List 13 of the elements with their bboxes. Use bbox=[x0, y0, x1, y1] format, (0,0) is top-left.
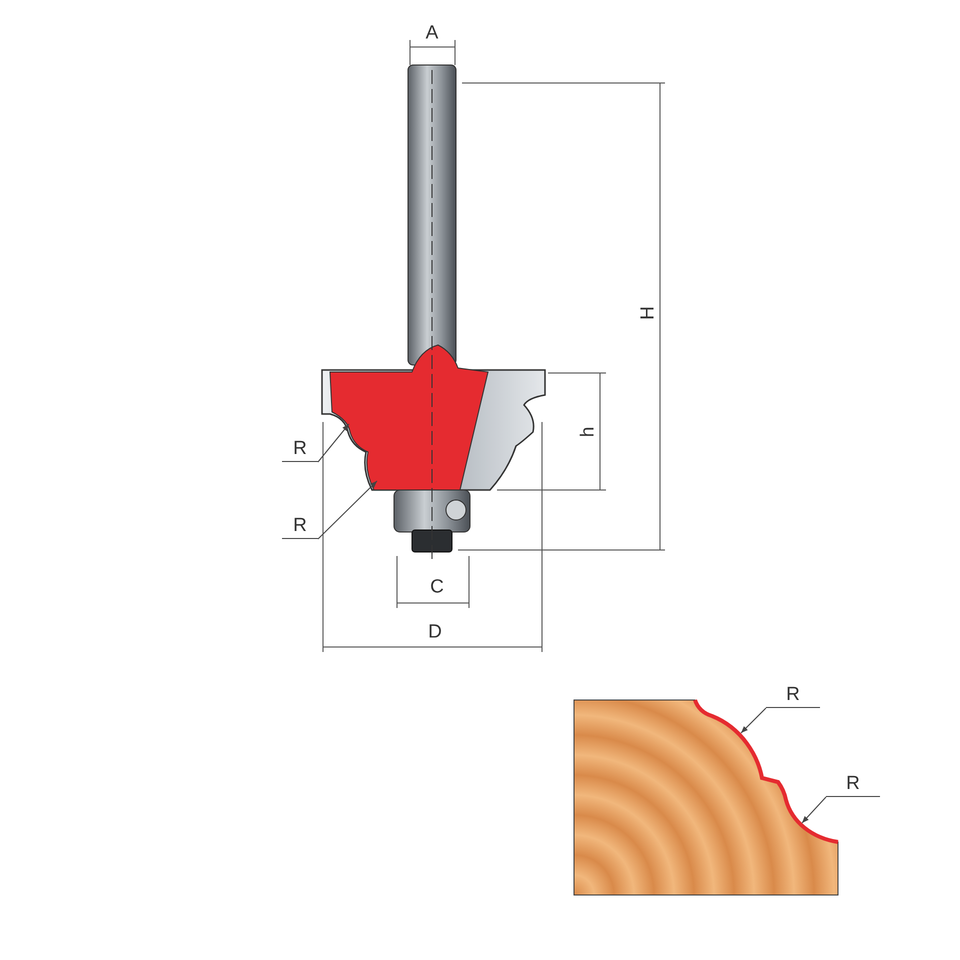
dimension-label: H bbox=[638, 306, 658, 320]
dimension-label: D bbox=[428, 622, 442, 642]
leader-line bbox=[318, 480, 378, 540]
radius-label: R bbox=[282, 514, 318, 539]
radius-label: R bbox=[826, 772, 880, 797]
dimension-label: h bbox=[578, 426, 598, 438]
leader-line bbox=[740, 708, 766, 734]
leader-line bbox=[802, 796, 826, 824]
radius-label: R bbox=[282, 437, 318, 462]
dimension-label: C bbox=[430, 578, 444, 596]
leader-line bbox=[318, 424, 350, 462]
radius-label: R bbox=[766, 683, 820, 708]
dimension-label: A bbox=[426, 24, 438, 42]
